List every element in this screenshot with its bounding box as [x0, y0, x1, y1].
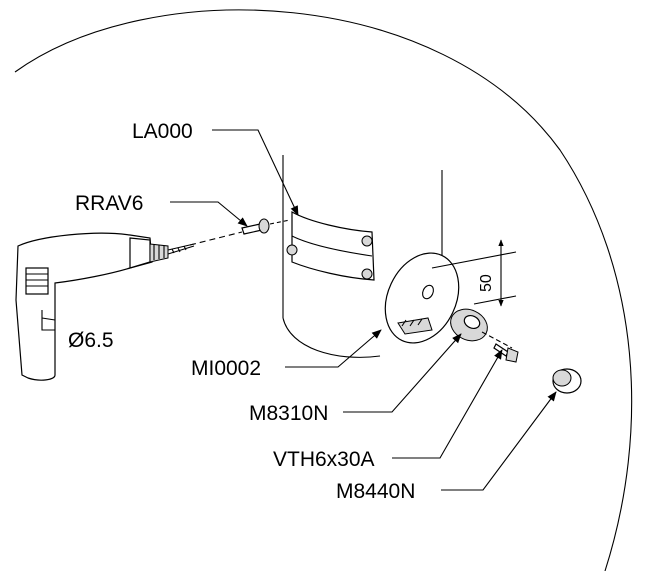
plate-la000	[286, 210, 375, 281]
drill-bit	[167, 243, 195, 255]
dimension-50: 50	[431, 239, 517, 307]
drill-centerline	[189, 231, 243, 246]
label-drill-diameter: Ø6.5	[68, 329, 114, 352]
drill-vent	[25, 267, 49, 295]
bolt-vth6x30a	[481, 331, 519, 363]
label-mi0002: MI0002	[191, 357, 261, 380]
label-vth6x30a: VTH6x30A	[273, 448, 375, 471]
label-m8440n: M8440N	[336, 480, 415, 503]
rivet-rrav6	[241, 218, 291, 235]
label-m8310n: M8310N	[249, 402, 328, 425]
label-rrav6: RRAV6	[75, 192, 143, 215]
washer-m8310n	[450, 308, 488, 342]
detail-circle-outline	[14, 9, 633, 571]
leader-lines	[170, 129, 557, 491]
bracket-hook	[397, 317, 433, 335]
dimension-value: 50	[478, 274, 495, 292]
drill	[15, 232, 195, 381]
bracket-mi0002	[384, 252, 460, 344]
cap-m8440n	[552, 368, 582, 394]
label-la000: LA000	[132, 120, 193, 143]
